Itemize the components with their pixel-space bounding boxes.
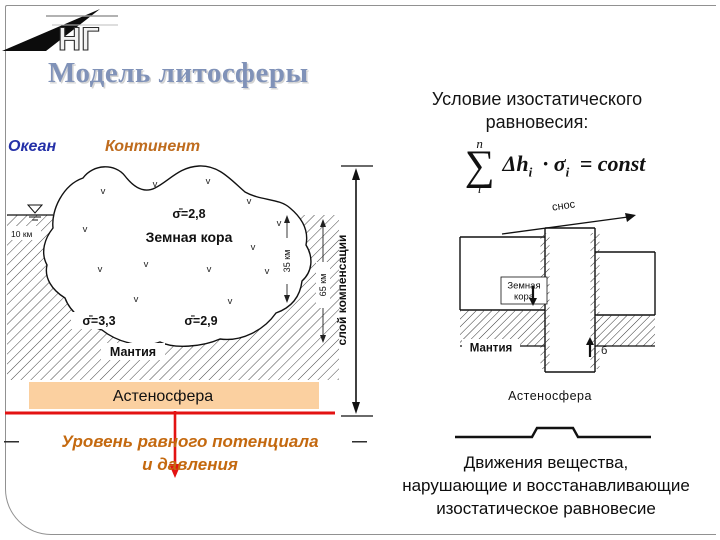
depth-10km: 10 км [7, 226, 41, 240]
asthenosphere-label: Астеносфера [508, 389, 592, 403]
ocean-label: Океан [8, 138, 57, 155]
depth-35km-label: 35 км [282, 250, 292, 273]
sum-sigma: ∑ [464, 142, 495, 189]
svg-text:v: v [206, 176, 211, 187]
logo-text: НГ [58, 21, 99, 57]
formula-sub-i: i [565, 164, 570, 180]
sigma-ocean-mantle: σ̄=3,3 [71, 312, 127, 329]
svg-text:v: v [228, 296, 233, 307]
balance-fulcrum-icon [455, 426, 651, 439]
equal-potential-caption: Уровень равного потенциала и давления [61, 432, 319, 474]
equal-potential-level-line [5, 411, 335, 478]
mantle-label-chip: Мантия [101, 343, 165, 360]
depth-65km-label: 65 км [318, 274, 328, 297]
svg-text:v: v [83, 224, 88, 235]
depth-10km-label: 10 км [11, 229, 33, 239]
depth-65km-measure: 65 км [316, 219, 330, 343]
mantle-label: Мантия [470, 343, 512, 355]
caption-dash-right: — [352, 433, 367, 450]
svg-text:v: v [207, 264, 212, 275]
logo-swoosh-icon [2, 9, 100, 51]
ocean-water-line [7, 204, 53, 221]
formula-delta-h: Δh [502, 151, 529, 177]
depth-35km-measure: 35 км [280, 215, 294, 303]
sigma-crust-label: σ̄=2,8 [172, 207, 205, 221]
isostasy-formula: n ∑ i Δhi · σi = const [430, 134, 680, 198]
movements-caption: Движения вещества, нарушающие и восстана… [402, 453, 690, 519]
erosion-label: снос [551, 198, 576, 213]
crust-v-symbols: v v v v v v v v v v v v v v [83, 176, 282, 321]
svg-text:v: v [265, 266, 270, 277]
svg-text:v: v [98, 264, 103, 275]
crust-label-line1: Земная [507, 281, 540, 292]
crust-label-line2: кора [514, 292, 535, 303]
formula-dot-sigma: · σ [542, 151, 566, 177]
sigma-mantle: σ̄=2,9 [173, 312, 229, 329]
asthenosphere-label: Астеносфера [113, 388, 213, 405]
formula-sub-i: i [528, 164, 533, 180]
isostasy-diagram: снос Земная кора б Мантия [455, 198, 656, 439]
formula-const: = const [579, 151, 646, 177]
logo: НГ [2, 9, 118, 58]
asthenosphere-band: Астеносфера [29, 382, 319, 409]
svg-text:v: v [134, 294, 139, 305]
svg-text:v: v [101, 186, 106, 197]
sigma-right-label: σ̄=2,9 [184, 314, 217, 328]
isostasy-heading: Условие изостатического равновесия: [431, 89, 643, 132]
erosion-arrow: снос [501, 198, 636, 235]
caption-dash-left: — [4, 433, 19, 450]
subsidence-arrow [529, 286, 537, 306]
sum-lower-limit: i [477, 181, 482, 197]
mantle-label: Мантия [110, 345, 156, 359]
mantle-label-chip: Мантия [462, 339, 520, 355]
svg-text:v: v [277, 218, 282, 229]
compensation-layer-scale: слой компенсации [335, 165, 373, 417]
uplift-arrow: б [586, 337, 607, 357]
svg-text:v: v [247, 196, 252, 207]
svg-text:v: v [251, 242, 256, 253]
crust-label: Земная кора [146, 229, 233, 245]
formula-expression: Δhi · σi = const [503, 151, 646, 180]
lithosphere-diagram: 10 км v v v v v v v v v v v v v v σ̄=2,8… [5, 165, 373, 478]
uplift-arrow-label: б [601, 345, 607, 357]
continent-label: Континент [105, 138, 201, 155]
svg-text:v: v [153, 179, 158, 190]
slide-title: Модель литосферы [48, 57, 309, 89]
compensation-layer-label: слой компенсации [335, 235, 349, 346]
summation-symbol: n ∑ i [465, 137, 495, 196]
crust-label-box: Земная кора [500, 276, 548, 305]
sum-upper-limit: n [476, 135, 483, 151]
sigma-left-label: σ̄=3,3 [82, 314, 115, 328]
svg-text:v: v [144, 259, 149, 270]
